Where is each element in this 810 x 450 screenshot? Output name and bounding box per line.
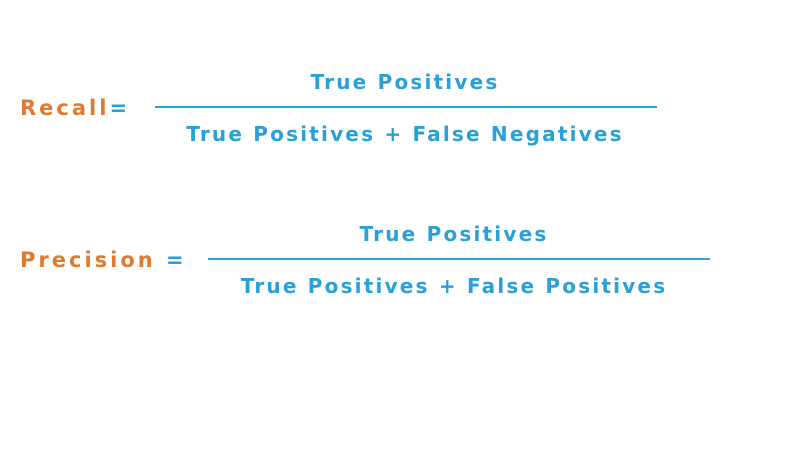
precision-fraction-bar	[208, 258, 710, 260]
recall-denominator: True Positives + False Negatives	[186, 122, 624, 146]
precision-formula: Precision = True Positives True Positive…	[0, 220, 810, 300]
recall-lhs: Recall=	[20, 94, 127, 122]
recall-numerator: True Positives	[310, 70, 500, 94]
recall-formula: Recall= True Positives True Positives + …	[0, 68, 810, 148]
recall-term: Recall	[20, 96, 110, 120]
precision-term: Precision	[20, 248, 156, 272]
precision-equals-sign: =	[166, 248, 184, 272]
precision-numerator: True Positives	[359, 222, 549, 246]
precision-lhs: Precision =	[20, 246, 184, 274]
recall-fraction-bar	[155, 106, 657, 108]
recall-equals-sign: =	[109, 96, 128, 120]
precision-denominator: True Positives + False Positives	[240, 274, 668, 298]
